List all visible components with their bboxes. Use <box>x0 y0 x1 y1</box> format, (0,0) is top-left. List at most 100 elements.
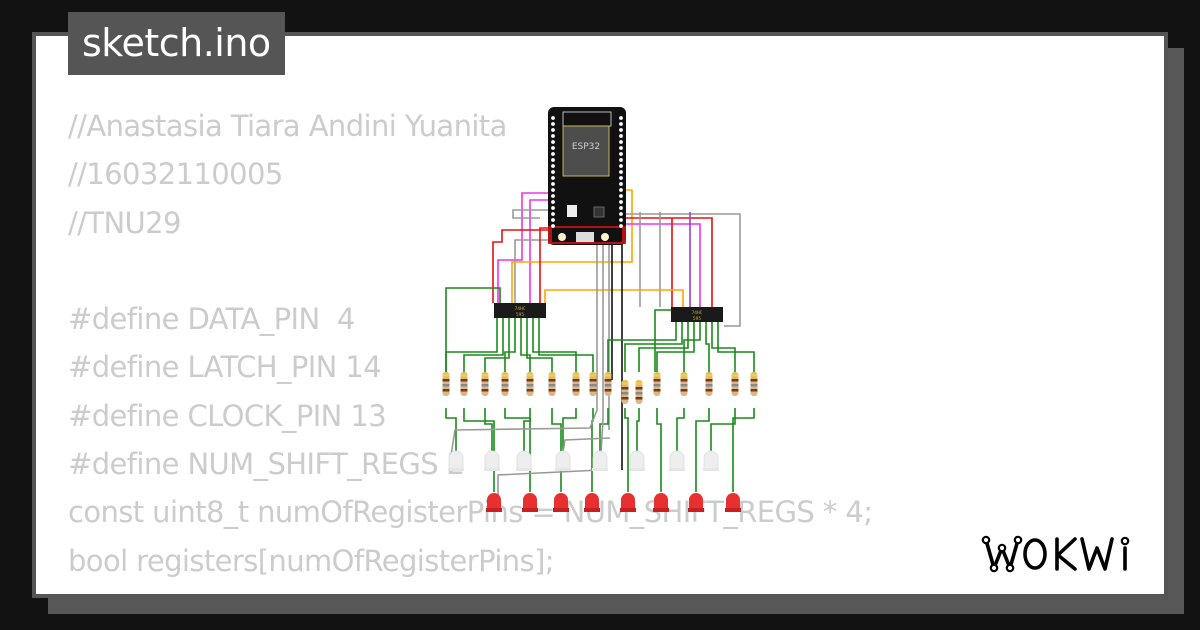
led-body <box>448 450 464 471</box>
esp32-pin <box>551 224 555 228</box>
wire-green <box>463 408 495 492</box>
esp32-pin <box>551 146 555 150</box>
esp32-pin <box>619 224 623 228</box>
led-body <box>555 450 571 471</box>
wire-green <box>711 322 736 372</box>
wire-green <box>484 408 493 452</box>
led-rim <box>592 468 608 471</box>
led-white <box>448 450 464 471</box>
resistor-band <box>481 374 489 377</box>
esp32-pin <box>551 170 555 174</box>
led-white <box>669 450 685 471</box>
wire <box>620 213 741 327</box>
led-rim <box>653 508 669 512</box>
resistor-band <box>526 389 534 392</box>
resistor-band <box>653 389 661 392</box>
led-body <box>629 450 645 471</box>
resistor-band <box>442 374 450 377</box>
wire-green <box>656 408 662 492</box>
esp32-pin <box>619 122 623 126</box>
led-body <box>654 493 668 510</box>
code-line: bool registers[numOfRegisterPins]; <box>68 543 555 578</box>
wire-green <box>504 318 516 372</box>
resistor-band <box>589 389 597 392</box>
led-red <box>725 493 741 512</box>
esp32-pin <box>619 140 623 144</box>
esp32-pin <box>551 212 555 216</box>
led-body <box>487 493 501 510</box>
led-rim <box>522 508 538 512</box>
wire-green <box>624 322 683 372</box>
wire-green <box>683 322 701 372</box>
led-body <box>726 493 740 510</box>
resistors <box>442 372 758 404</box>
code-line: //16032110005 <box>68 157 283 192</box>
resistor-band <box>526 384 534 387</box>
resistor <box>750 372 758 396</box>
esp32-pin <box>551 188 555 192</box>
resistor-band <box>705 374 713 377</box>
wire-green <box>523 408 531 452</box>
resistor-band <box>572 384 580 387</box>
logo-k <box>1055 537 1077 571</box>
resistor-band <box>653 384 661 387</box>
resistor-band <box>635 387 643 390</box>
resistor-band <box>705 379 713 382</box>
resistor-band <box>731 384 739 387</box>
wire-green <box>526 318 553 372</box>
resistor-band <box>589 379 597 382</box>
esp32-pin <box>619 218 623 222</box>
code-line: //Anastasia Tiara Andini Yuanita <box>68 109 507 143</box>
wire <box>512 209 553 219</box>
led-white <box>703 450 719 471</box>
esp32-pin <box>619 146 623 150</box>
resistor-band <box>501 374 509 377</box>
resistor <box>653 372 661 396</box>
resistor-band <box>731 374 739 377</box>
led-body <box>484 450 500 471</box>
led-rim <box>688 508 704 512</box>
wire-green <box>624 408 629 492</box>
wire-green <box>445 318 498 372</box>
wire <box>492 229 548 303</box>
esp32-pin <box>551 122 555 126</box>
wokwi-logo <box>981 535 1130 573</box>
resistor-band <box>680 374 688 377</box>
wire-green <box>638 322 689 372</box>
led-rim <box>484 468 500 471</box>
led-rim <box>703 468 719 471</box>
code-line: #define DATA_PIN 4 <box>68 302 355 337</box>
file-tab[interactable]: sketch.ino <box>68 12 285 75</box>
led-red <box>553 493 569 512</box>
resistor <box>526 372 534 396</box>
esp32-pin <box>619 164 623 168</box>
led-body <box>669 450 685 471</box>
led-white <box>629 450 645 471</box>
resistor-band <box>501 389 509 392</box>
wire-green <box>520 318 531 372</box>
wire <box>544 289 625 303</box>
esp32-pin <box>551 200 555 204</box>
ic-body <box>494 303 546 318</box>
code-line: const uint8_t numOfRegisterPins = NUM_SH… <box>68 495 873 530</box>
esp32-pin <box>551 182 555 186</box>
resistor-band <box>750 374 758 377</box>
wires <box>445 189 755 500</box>
resistor-band <box>653 379 661 382</box>
wire-green <box>710 408 736 452</box>
resistor-band <box>750 379 758 382</box>
resistor <box>621 380 629 404</box>
led-body <box>585 493 599 510</box>
wire-green <box>445 408 457 452</box>
code-preview: //Anastasia Tiara Andini Yuanita //160321… <box>68 102 873 585</box>
resistor-band <box>604 389 612 392</box>
led-rim <box>448 468 464 471</box>
led-rim <box>620 508 636 512</box>
wire-green <box>484 318 510 372</box>
resistor <box>635 380 643 404</box>
wire <box>449 409 598 463</box>
resistor <box>705 372 713 396</box>
resistor-band <box>526 374 534 377</box>
resistor-band <box>621 397 629 400</box>
wire-green <box>463 318 504 372</box>
